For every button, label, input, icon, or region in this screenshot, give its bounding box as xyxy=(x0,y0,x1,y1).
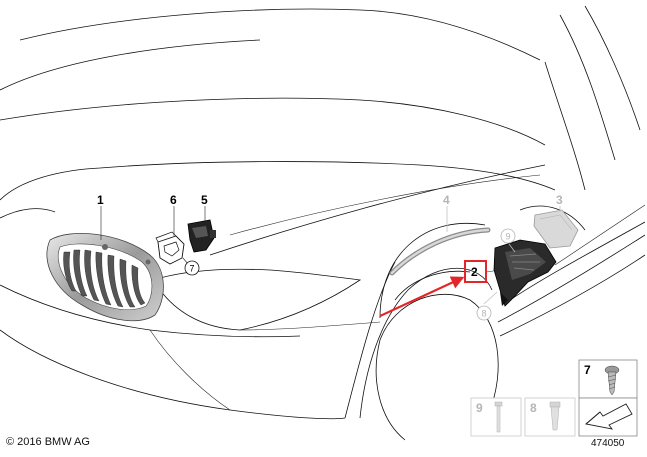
highlight-arrow xyxy=(379,276,465,317)
callout-7: 7 xyxy=(190,264,195,274)
legend-box-9: 9 xyxy=(470,397,522,437)
rivet-9-icon xyxy=(494,401,503,433)
legend-box-arrow xyxy=(578,397,638,437)
callout-2-highlight-box xyxy=(464,260,487,283)
legend-label-9: 9 xyxy=(476,401,483,415)
legend-label-8: 8 xyxy=(530,401,537,415)
cover-part-3 xyxy=(533,209,579,249)
holder-part-2 xyxy=(493,239,557,307)
callout-5: 5 xyxy=(201,193,208,207)
leader-line-2 xyxy=(485,269,501,273)
legend-box-8: 8 xyxy=(524,397,576,437)
callout-2: 2 xyxy=(471,265,478,279)
callout-9: 9 xyxy=(506,232,511,242)
direction-arrow-icon xyxy=(584,403,633,430)
copyright-notice: © 2016 BMW AG xyxy=(6,436,90,448)
clip-8-icon xyxy=(549,401,561,431)
bracket-part-6 xyxy=(155,231,185,265)
callout-8: 8 xyxy=(482,309,487,319)
legend-box-7: 7 xyxy=(578,359,638,399)
callout-8-ring: 8 xyxy=(476,305,492,321)
screw-7-icon xyxy=(604,365,620,396)
callout-1: 1 xyxy=(97,193,104,207)
fender-strip-part-4 xyxy=(389,227,491,276)
legend-label-7: 7 xyxy=(584,363,591,377)
kidney-grille xyxy=(46,233,164,322)
callout-6: 6 xyxy=(170,193,177,207)
leader-line-9 xyxy=(508,243,516,253)
leader-line-8 xyxy=(483,291,498,305)
bracket-part-5 xyxy=(187,219,216,253)
car-outline xyxy=(0,5,646,441)
callout-7-ring: 7 xyxy=(184,260,200,276)
callout-3: 3 xyxy=(556,193,563,207)
callout-4: 4 xyxy=(443,193,450,207)
diagram-id: 474050 xyxy=(591,438,625,449)
grille-slats xyxy=(63,249,146,308)
callout-9-ring: 9 xyxy=(500,228,516,244)
